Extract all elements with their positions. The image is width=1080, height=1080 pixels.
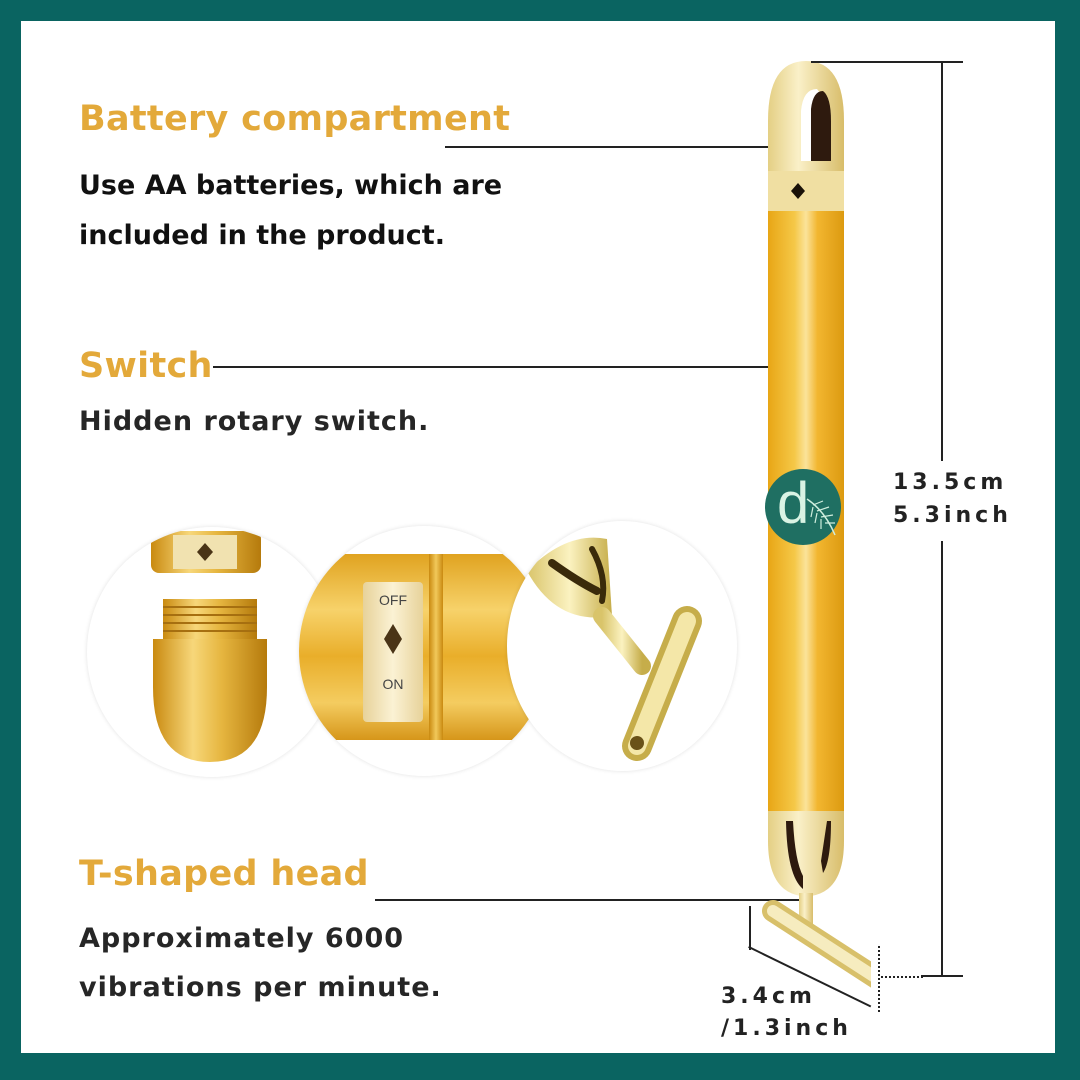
switch-off-label: OFF [379, 592, 407, 608]
head-inch-label: /1.3inch [721, 1016, 852, 1041]
t-head-detail-image [507, 521, 737, 771]
battery-heading: Battery compartment [79, 99, 511, 139]
length-dimension-bottom-tick [921, 975, 963, 977]
length-dimension-top-tick [811, 61, 963, 63]
brand-logo: d [765, 469, 841, 545]
head-dimension-left-tick [749, 906, 751, 950]
length-inch-label: 5.3inch [893, 503, 1012, 528]
head-cm-label: 3.4cm [721, 984, 816, 1009]
t-head-heading: T-shaped head [79, 854, 369, 894]
switch-on-label: ON [382, 676, 404, 692]
battery-description-line-2: included in the product. [79, 220, 445, 251]
length-dimension-dotted-guide [881, 976, 923, 978]
battery-cap-detail-image [87, 527, 337, 777]
switch-label-plate: OFF ON [363, 582, 423, 722]
switch-diamond-indicator [384, 624, 402, 654]
switch-leader-line [213, 366, 791, 368]
battery-cap-illustration [151, 531, 267, 762]
t-head-description-line-1: Approximately 6000 [79, 923, 405, 954]
battery-leader-line [445, 146, 805, 148]
battery-description-line-1: Use AA batteries, which are [79, 170, 503, 201]
head-dimension-dotted-guide [878, 946, 880, 1012]
switch-description: Hidden rotary switch. [79, 406, 430, 437]
length-label-bg [926, 461, 1036, 541]
switch-seam [429, 554, 443, 740]
product-infographic: Battery compartment Use AA batteries, wh… [21, 21, 1055, 1053]
t-head-illustration [527, 537, 702, 761]
switch-heading: Switch [79, 346, 213, 386]
t-head-leader-line [375, 899, 800, 901]
brand-logo-letter: d [777, 471, 810, 536]
t-head-description-line-2: vibrations per minute. [79, 972, 442, 1003]
length-cm-label: 13.5cm [893, 470, 1008, 495]
leaf-icon [806, 498, 836, 536]
